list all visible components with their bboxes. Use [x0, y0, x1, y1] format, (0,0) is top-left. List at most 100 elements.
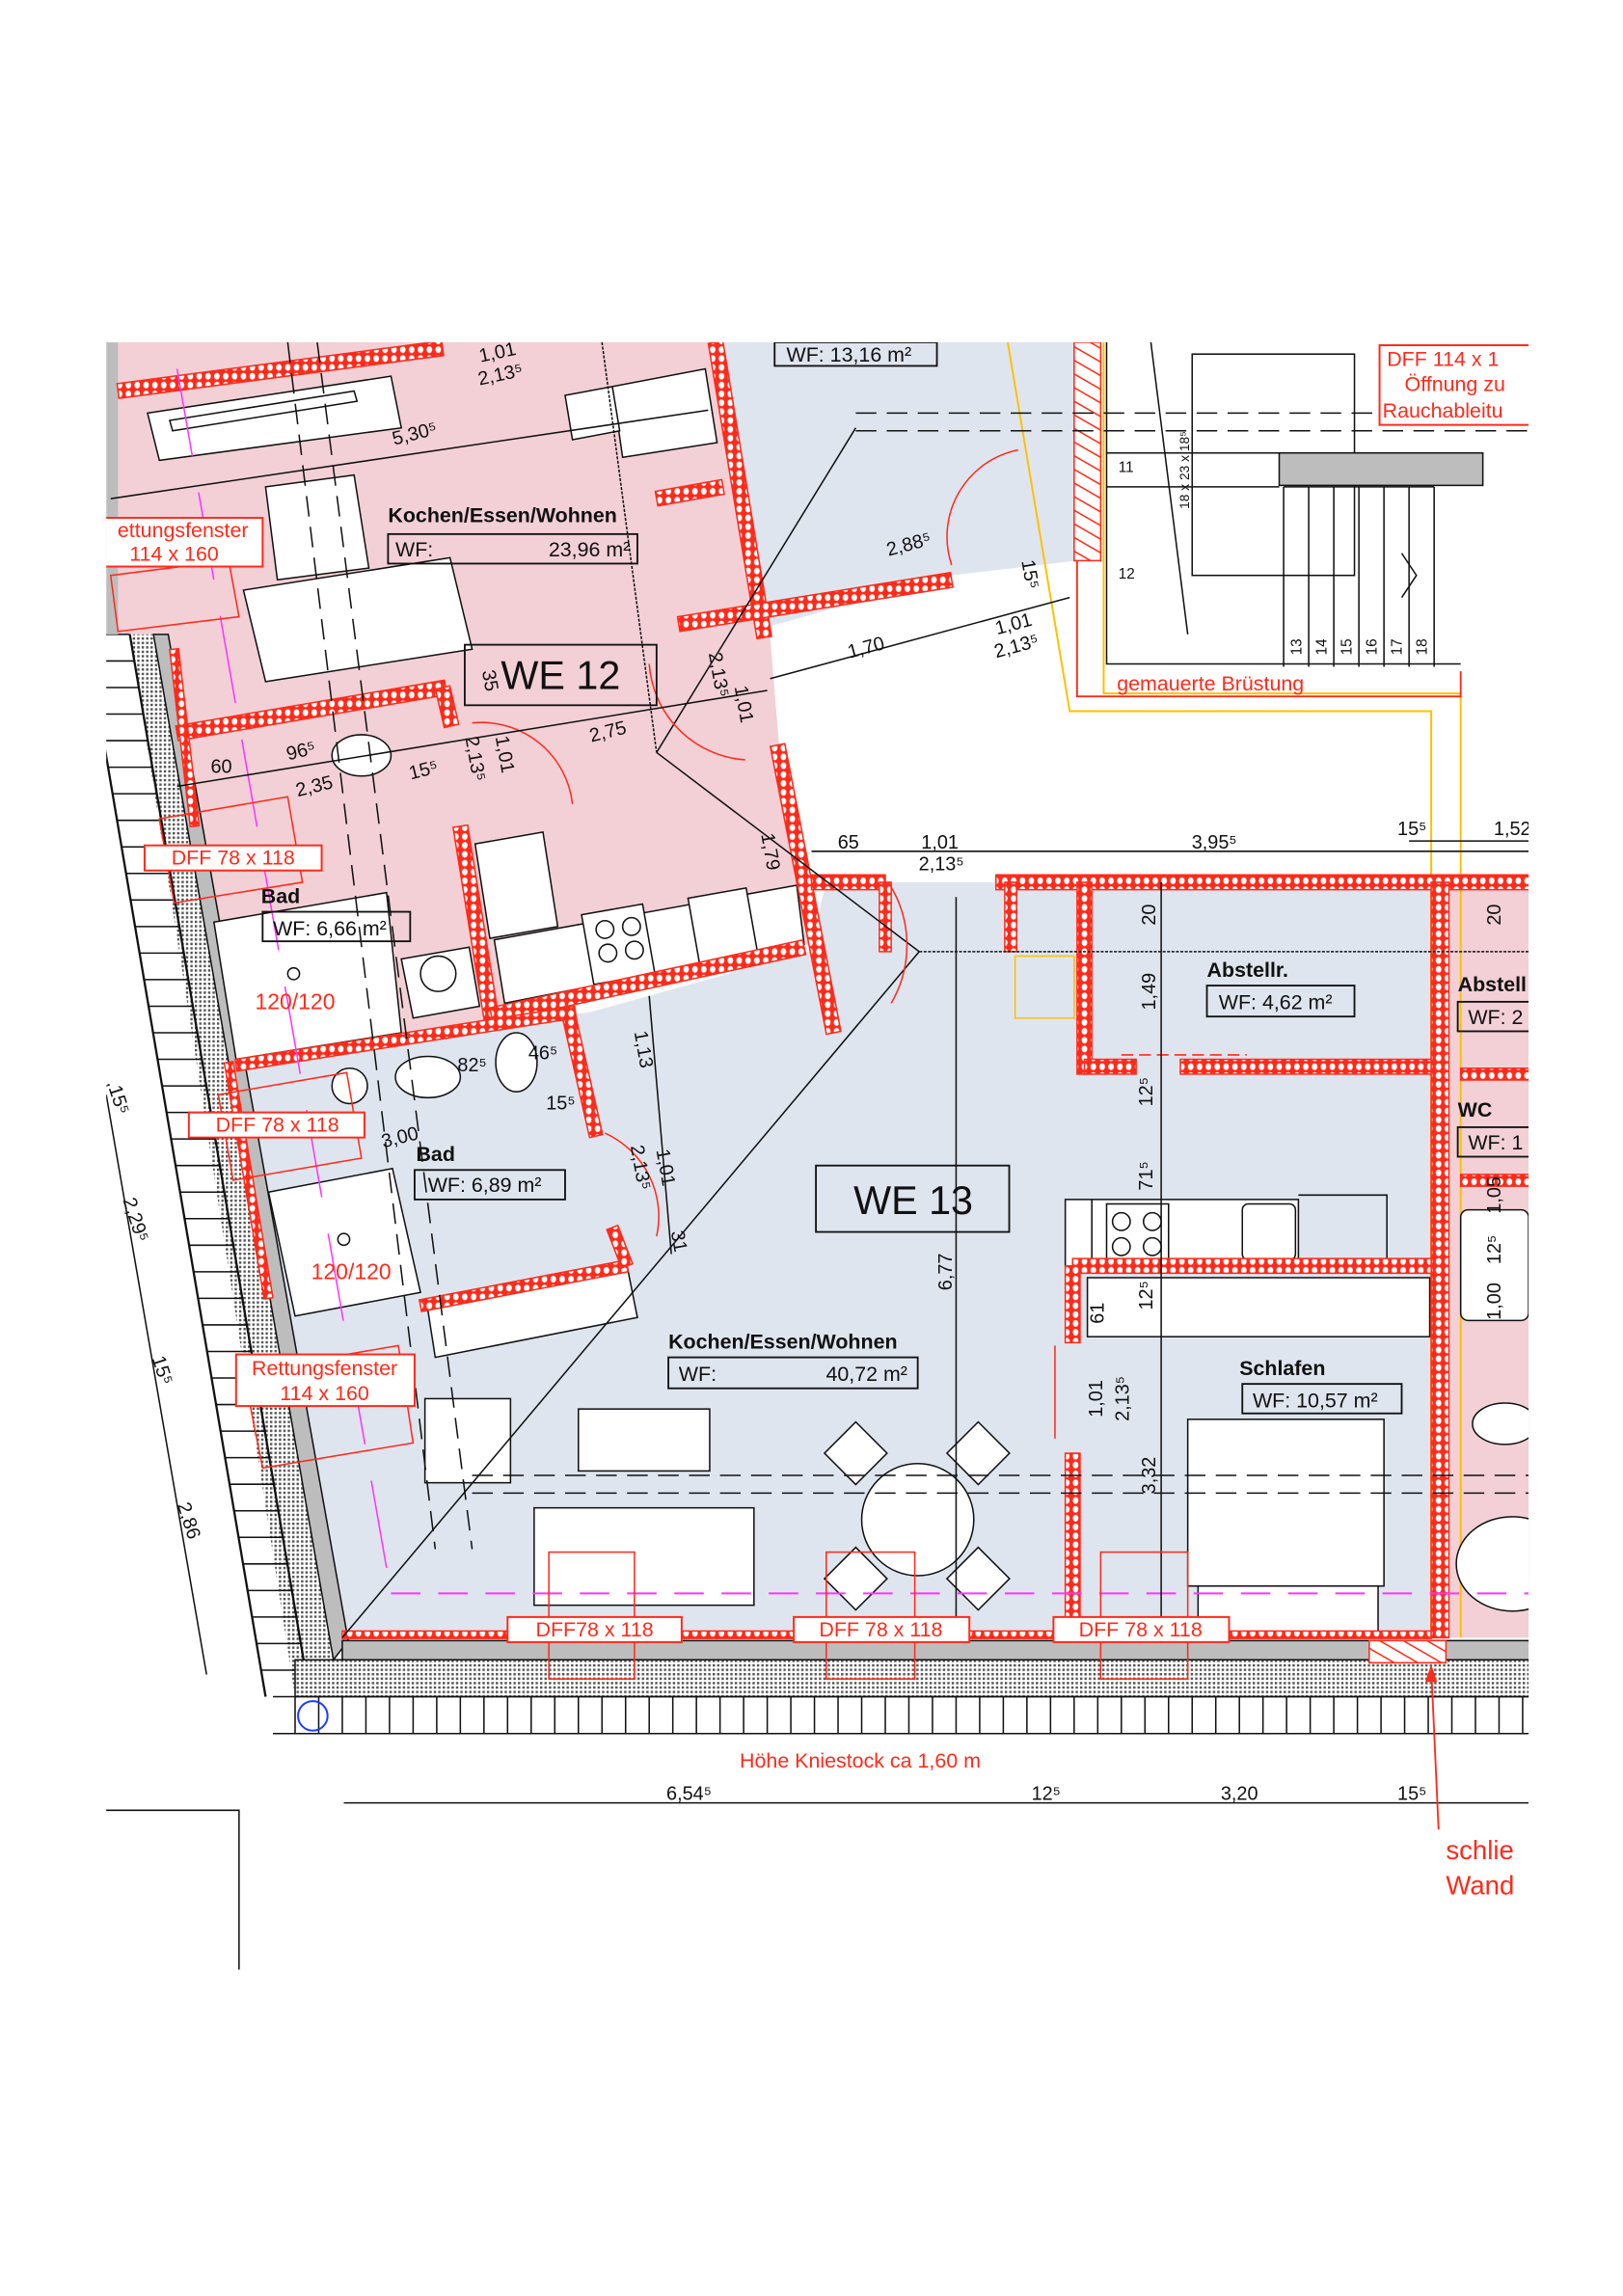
rettung-1-line2: 114 x 160	[129, 542, 219, 565]
wall-segment	[606, 1224, 634, 1269]
sheet-frame-corner	[106, 1809, 240, 1970]
dimension-label: 82⁵	[457, 1055, 486, 1076]
wall-segment	[1459, 1174, 1529, 1187]
we13-unit-box	[815, 1164, 1011, 1233]
we13-abstell-area: WF: 4,62 m²	[1219, 991, 1333, 1014]
wall-segment	[233, 1005, 578, 1072]
we13-title: WE 13	[853, 1178, 973, 1223]
furniture	[147, 367, 1529, 1634]
window-label-dff-left-2	[187, 1111, 365, 1139]
dimension-label: 15⁵	[1397, 819, 1426, 840]
window-label-dff-top	[1378, 344, 1529, 426]
dimension-label: 6,54⁵	[666, 1784, 712, 1805]
window-label-dff-bottom-1	[506, 1615, 683, 1643]
dimension-label: 2,86	[173, 1499, 204, 1542]
wall-note-line2: Wand	[1446, 1871, 1514, 1901]
dimension-label: 12⁵	[1032, 1784, 1061, 1805]
left-wall-hatch	[129, 634, 334, 1697]
axis-marker	[297, 1700, 329, 1732]
we12-bad-area-box	[261, 910, 412, 943]
dff-top-line3: Rauchableitu	[1383, 399, 1503, 422]
we12-living-name: Kochen/Essen/Wohnen	[388, 504, 617, 527]
we13-bad-area: WF: 6,89 m²	[428, 1174, 542, 1197]
dimension-label: 31	[666, 1229, 691, 1254]
wall-segment	[1430, 881, 1450, 1639]
dff-left-2-text: DFF 78 x 118	[216, 1114, 339, 1137]
we13-abstell-name: Abstellr.	[1207, 959, 1288, 982]
stair-step-11: 11	[1119, 460, 1134, 476]
wall-segment	[1071, 1257, 1432, 1275]
stair-step-14: 14	[1313, 638, 1330, 655]
dimension-label: 35	[477, 668, 502, 693]
wall-segment	[676, 571, 954, 633]
dimension-label: 71⁵	[1136, 1161, 1157, 1190]
window-frames	[109, 559, 1447, 1680]
wall-segment	[1064, 1264, 1081, 1344]
dimension-label: 6,77	[935, 1254, 957, 1291]
dimension-label: ,15⁵	[102, 1078, 133, 1118]
wall-segment	[879, 881, 892, 953]
dimension-label: 20	[1139, 905, 1160, 926]
dff-bottom-3-text: DFF 78 x 118	[1079, 1618, 1203, 1641]
we13-schlafen-area-box	[1241, 1383, 1403, 1415]
we13-living-area-box	[667, 1356, 919, 1390]
dimension-label: 1,52	[1494, 819, 1531, 840]
dff-bottom-1-text: DFF78 x 118	[536, 1618, 654, 1641]
dimension-label: 65	[838, 832, 859, 853]
dimension-label: 15⁵	[1397, 1784, 1426, 1805]
dimension-label: 2,13⁵	[919, 854, 964, 876]
plan-drawing: 11 12 13 14 15 16 17 18 18 x 23 x 18⁵	[102, 341, 1531, 1805]
we12-bad-area: WF: 6,66 m²	[273, 917, 387, 940]
stair-formula: 18 x 23 x 18⁵	[1177, 431, 1192, 509]
dimension-label: 20	[1484, 905, 1505, 926]
wall-segment	[1459, 1067, 1529, 1081]
we13-abstell-area-box	[1205, 985, 1356, 1018]
dimension-label: 2,29⁵	[119, 1195, 152, 1244]
we12-unit-box	[464, 643, 658, 707]
stair-step-13: 13	[1288, 638, 1305, 655]
dff-bottom-2-text: DFF 78 x 118	[819, 1618, 942, 1641]
we13-living-name: Kochen/Essen/Wohnen	[668, 1330, 898, 1353]
dimension-label: 2,13⁵	[1112, 1376, 1133, 1421]
wall-segment	[116, 341, 445, 399]
we13-schlafen-area: WF: 10,57 m²	[1253, 1390, 1378, 1413]
dimension-label: 15⁵	[546, 1094, 575, 1115]
kniestock-note: Höhe Kniestock ca 1,60 m	[740, 1749, 981, 1772]
wall-segment	[1004, 881, 1017, 953]
dimension-label: 1,01	[1086, 1380, 1107, 1418]
we12-living-area: 23,96 m²	[549, 538, 630, 561]
wall-segment	[175, 679, 448, 742]
window-label-dff-left-1	[143, 844, 323, 872]
dimension-label: 3,32	[1139, 1457, 1160, 1495]
top-room-area-box	[773, 341, 938, 367]
stair-step-12: 12	[1119, 566, 1135, 582]
wall-note-line1: schlie	[1446, 1835, 1513, 1865]
shower-1-label: 120/120	[256, 989, 336, 1014]
stair-step-16: 16	[1364, 638, 1380, 655]
wall-segment	[488, 938, 807, 1024]
dimension-label: 61	[1087, 1303, 1108, 1324]
right-wc-area: WF: 1	[1468, 1131, 1523, 1154]
we13-bad-name: Bad	[416, 1143, 454, 1166]
wall-segment	[434, 685, 460, 729]
dimension-label: 60	[210, 757, 231, 778]
wall-segment	[810, 874, 886, 891]
right-wc-name: WC	[1458, 1098, 1493, 1121]
wall-segment	[994, 874, 1529, 891]
wall-segment	[707, 341, 772, 640]
bottom-hatch-band	[294, 1659, 1529, 1698]
dimension-label: 15⁵	[1016, 558, 1042, 591]
window-label-rettung-1	[106, 517, 264, 568]
we13-living-area: 40,72 m²	[825, 1363, 906, 1386]
dimension-label: 12⁵	[1136, 1077, 1157, 1106]
window-label-dff-bottom-3	[1052, 1615, 1231, 1643]
window-label-dff-bottom-2	[793, 1615, 971, 1643]
we12-living-area-box	[387, 532, 638, 565]
dimension-label: 15⁵	[148, 1353, 176, 1388]
wall-segment	[1076, 881, 1093, 1075]
dimension-lines	[106, 409, 1529, 1804]
right-abstell-name: Abstell	[1458, 973, 1527, 996]
wall-segment	[1179, 1058, 1432, 1075]
dff-left-1-text: DFF 78 x 118	[172, 847, 295, 870]
rettung-1-line1: ettungsfenster	[118, 519, 249, 542]
